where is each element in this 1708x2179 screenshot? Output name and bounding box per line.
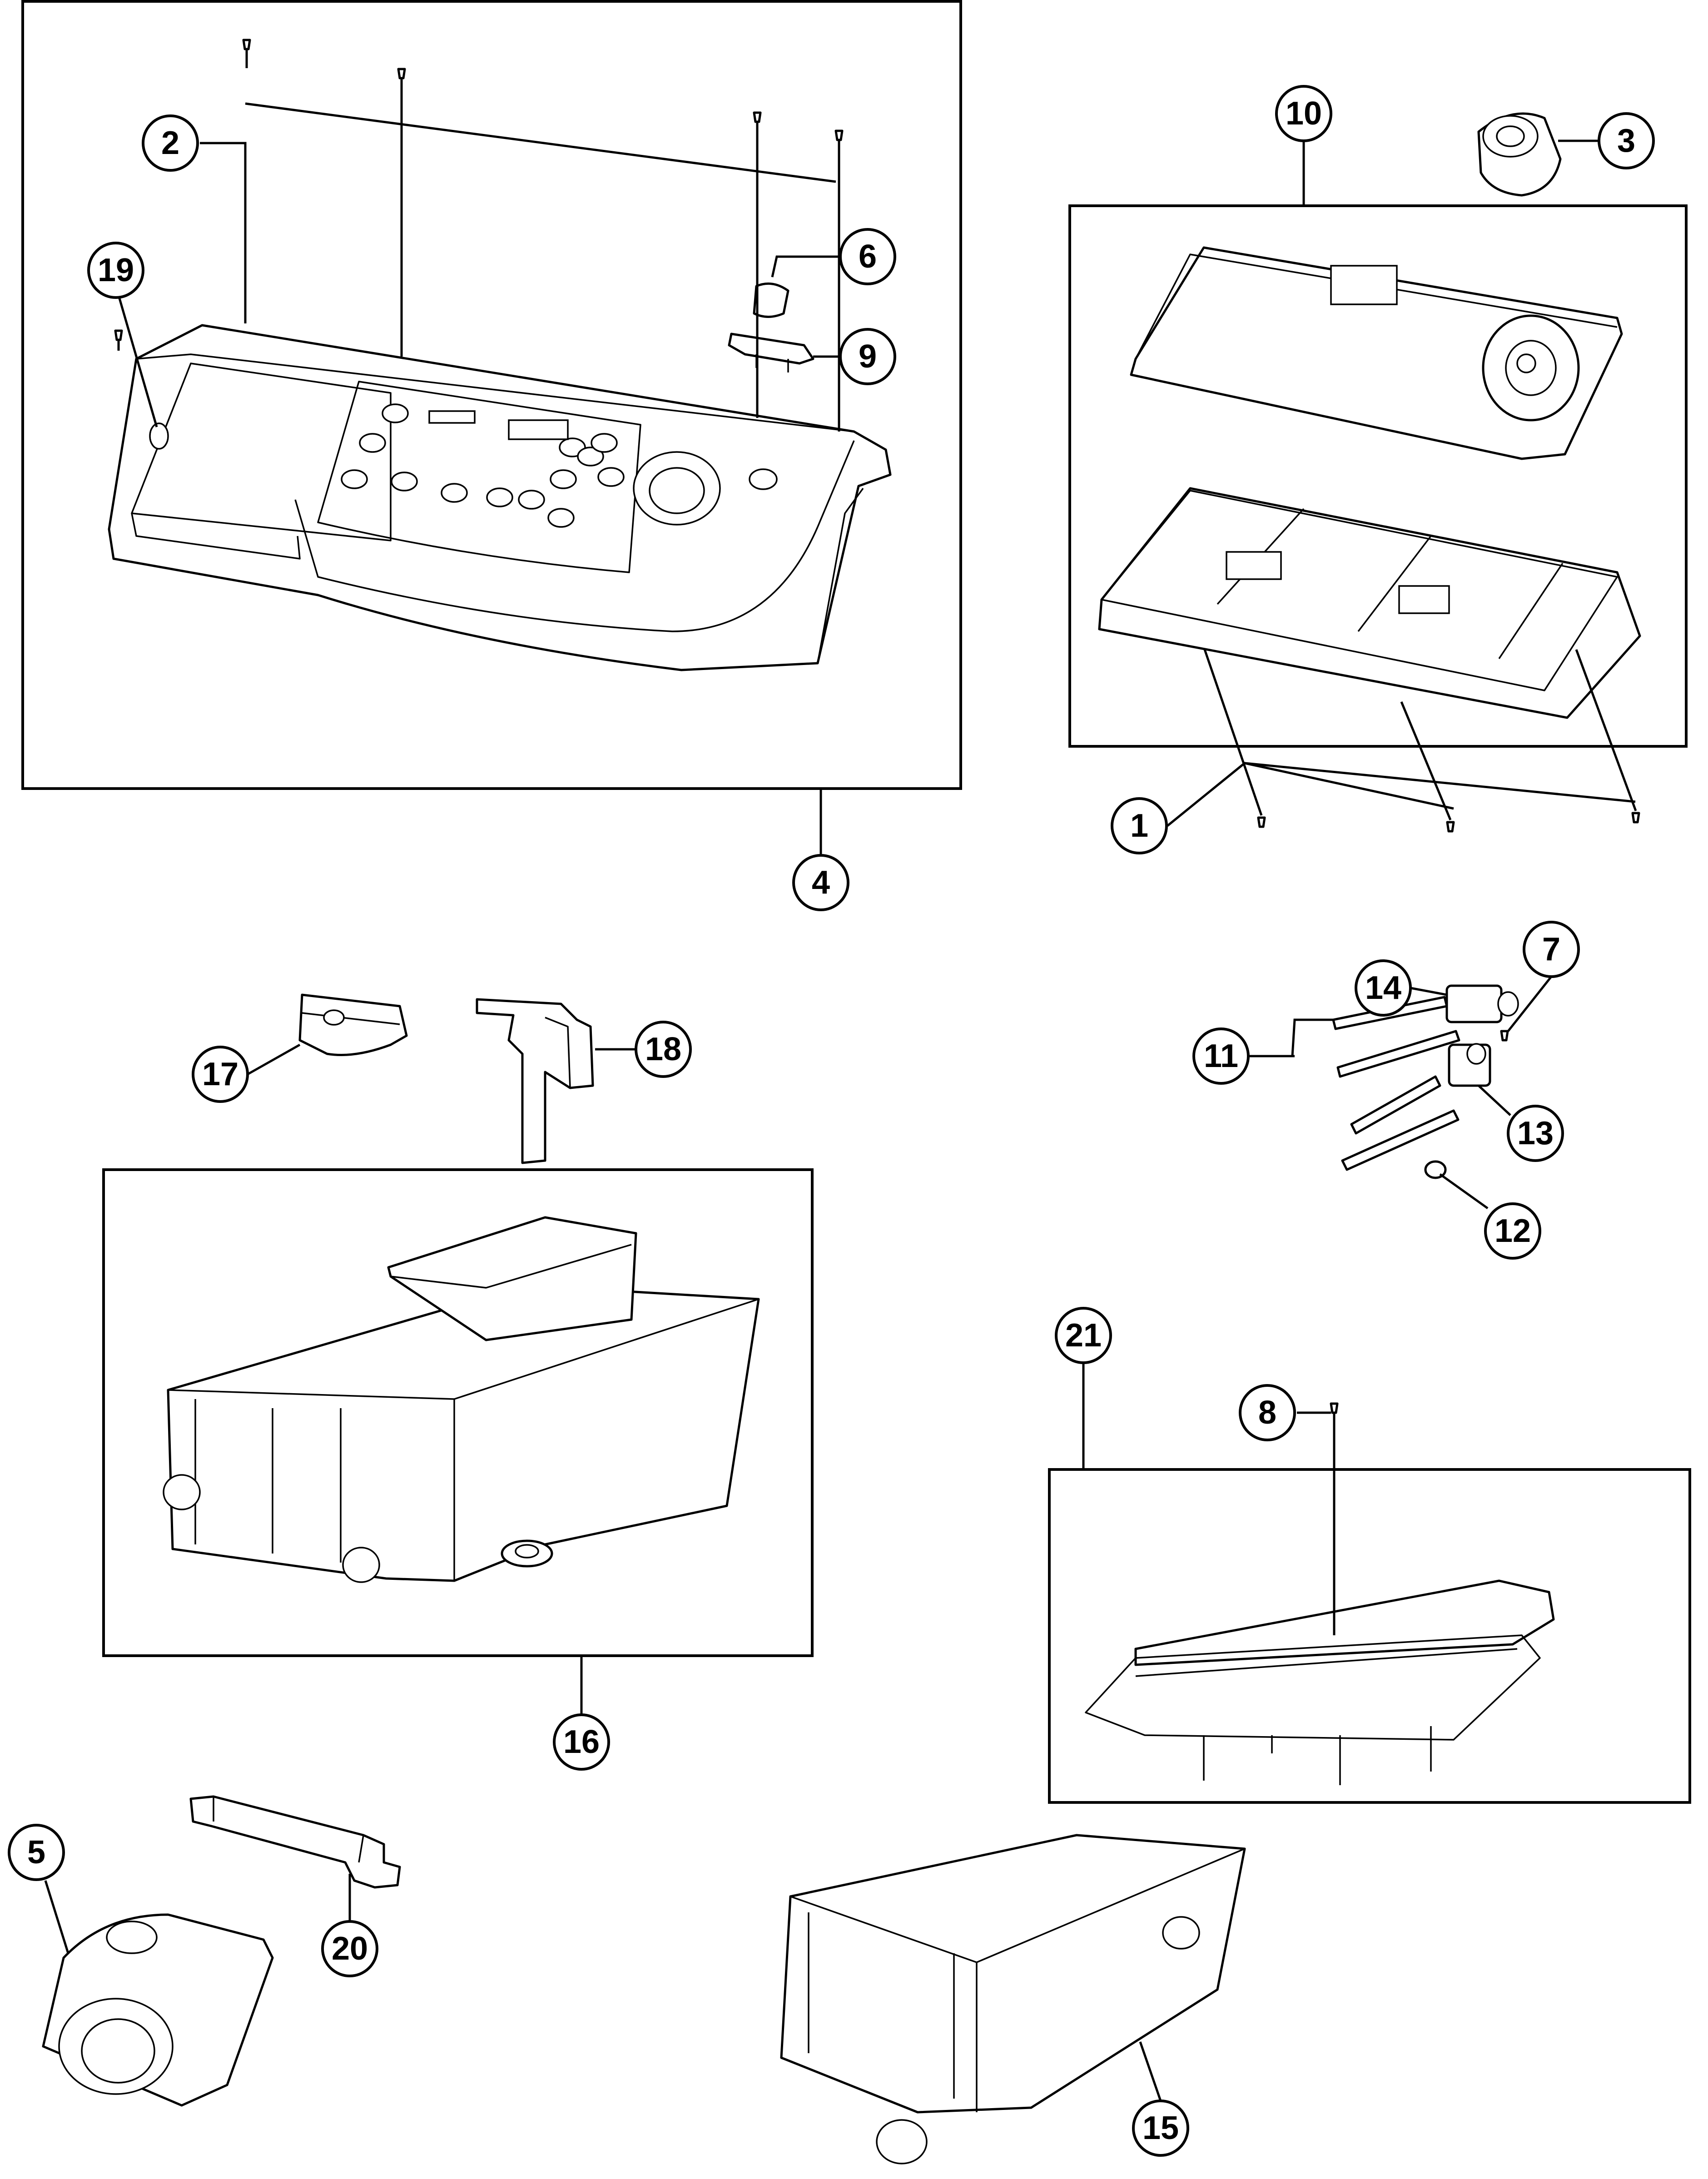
svg-text:12: 12 [1494, 1213, 1531, 1249]
console-panel-group [21, 0, 962, 854]
callout-7: 7 [1523, 921, 1580, 978]
svg-text:15: 15 [1142, 2110, 1179, 2146]
control-board-frame [1068, 204, 1688, 748]
callout-10: 10 [1275, 85, 1332, 142]
svg-text:18: 18 [645, 1031, 681, 1067]
console-assembly-frame [21, 0, 962, 790]
callout-16: 16 [553, 1713, 610, 1771]
svg-text:17: 17 [202, 1056, 238, 1092]
bracket-18-drawing [476, 998, 636, 1164]
svg-text:21: 21 [1065, 1317, 1102, 1354]
knob-drawing [1477, 112, 1562, 197]
control-board-group [1068, 112, 1688, 833]
callout-4: 4 [792, 854, 849, 911]
leader-19 [117, 295, 158, 427]
callout-9: 9 [839, 328, 896, 385]
svg-text:3: 3 [1617, 123, 1635, 159]
callout-12: 12 [1484, 1202, 1541, 1260]
svg-text:14: 14 [1365, 970, 1401, 1006]
console-panel-drawing [108, 324, 892, 671]
dispenser-tray-group [102, 1168, 814, 1715]
svg-text:6: 6 [859, 238, 877, 275]
callout-5: 5 [8, 1824, 65, 1881]
svg-text:10: 10 [1286, 95, 1322, 132]
svg-text:11: 11 [1204, 1038, 1238, 1074]
dispenser-cover-group [1048, 1363, 1691, 1804]
dispenser-assembly-frame [102, 1168, 814, 1657]
callout-8: 8 [1239, 1384, 1296, 1441]
water-valve-group [1249, 976, 1552, 1210]
callout-15: 15 [1132, 2100, 1189, 2157]
svg-text:19: 19 [98, 252, 134, 288]
leader-13 [1478, 1085, 1511, 1116]
callout-14: 14 [1355, 959, 1412, 1017]
callout-6: 6 [839, 228, 896, 285]
leader-1 [1167, 762, 1454, 827]
screw-8-icon [1330, 1402, 1339, 1414]
leader-7 [1507, 976, 1552, 1032]
lever-17-drawing [247, 993, 408, 1076]
hinge-20-drawing [189, 1795, 401, 1921]
svg-text:1: 1 [1130, 808, 1148, 844]
leader-2 [200, 142, 247, 323]
svg-text:2: 2 [161, 125, 179, 161]
svg-text:8: 8 [1258, 1395, 1276, 1431]
svg-text:20: 20 [332, 1931, 368, 1967]
callout-19: 19 [87, 242, 144, 299]
svg-text:16: 16 [563, 1724, 600, 1760]
callout-18: 18 [635, 1021, 692, 1078]
callout-17: 17 [192, 1046, 249, 1103]
svg-text:5: 5 [27, 1834, 45, 1871]
svg-text:7: 7 [1542, 931, 1560, 968]
leader-6 [771, 255, 840, 278]
callout-1: 1 [1111, 797, 1168, 854]
callout-13: 13 [1507, 1105, 1564, 1162]
leader-12 [1439, 1173, 1489, 1210]
dispenser-drawer-15-drawing [780, 1834, 1246, 2164]
svg-text:4: 4 [812, 864, 830, 901]
dispenser-cover-frame [1048, 1468, 1691, 1804]
callout-2: 2 [142, 114, 199, 172]
valve-body-drawing [1445, 984, 1519, 1087]
screw-icons [114, 39, 844, 351]
svg-text:9: 9 [859, 338, 877, 375]
clip-drawing [728, 333, 814, 372]
leader-14 [1410, 987, 1447, 996]
callout-20: 20 [321, 1920, 378, 1977]
screw-7-icon [1500, 1030, 1509, 1042]
housing-5-drawing [42, 1880, 274, 2107]
callout-3: 3 [1598, 112, 1655, 169]
svg-text:13: 13 [1517, 1115, 1554, 1152]
callout-21: 21 [1055, 1307, 1112, 1364]
knob-cap-drawing [753, 282, 789, 318]
callout-11: 11 [1192, 1027, 1250, 1085]
leader-11 [1291, 1018, 1333, 1057]
